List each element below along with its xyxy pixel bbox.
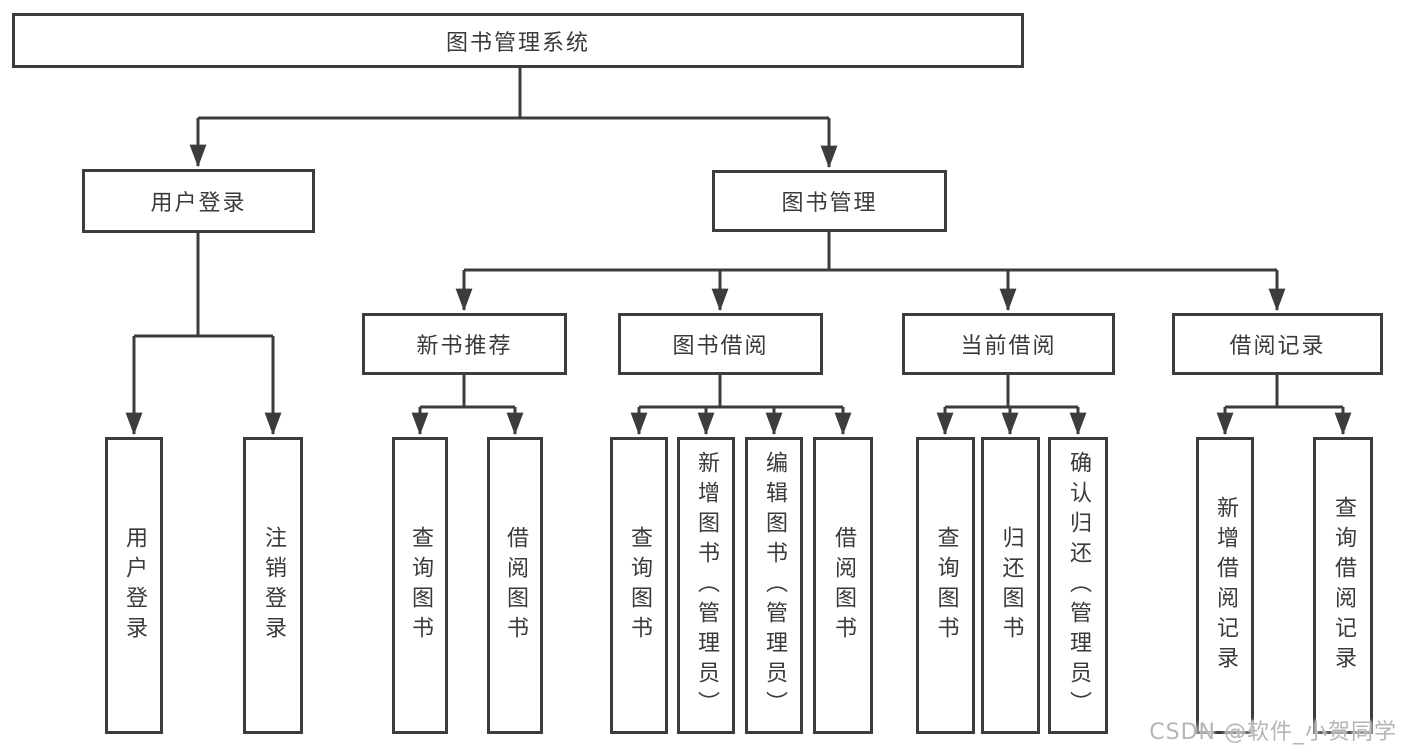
leaf-confirm-return-admin: 确认归还（管理员） bbox=[1048, 437, 1108, 734]
node-user-login: 用户登录 bbox=[82, 169, 315, 233]
node-user-login-label: 用户登录 bbox=[150, 191, 247, 216]
leaf-recommend-query-books-label: 查询图书 bbox=[408, 525, 433, 646]
leaf-borrowing-borrow-books-label: 借阅图书 bbox=[831, 525, 856, 646]
leaf-logout: 注销登录 bbox=[243, 437, 303, 734]
leaf-query-borrow-record-label: 查询借阅记录 bbox=[1331, 495, 1356, 676]
leaf-return-books-label: 归还图书 bbox=[998, 525, 1024, 646]
leaf-return-books: 归还图书 bbox=[981, 437, 1040, 734]
leaf-current-query-books-label: 查询图书 bbox=[933, 525, 959, 646]
leaf-recommend-query-books: 查询图书 bbox=[392, 437, 448, 734]
node-root-label: 图书管理系统 bbox=[445, 30, 590, 56]
leaf-current-query-books: 查询图书 bbox=[916, 437, 975, 734]
node-current-borrowing: 当前借阅 bbox=[902, 313, 1115, 375]
leaf-borrowing-borrow-books: 借阅图书 bbox=[813, 437, 873, 734]
leaf-add-book-admin: 新增图书（管理员） bbox=[677, 437, 735, 734]
leaf-query-borrow-record: 查询借阅记录 bbox=[1313, 437, 1373, 734]
node-book-management: 图书管理 bbox=[712, 170, 947, 232]
leaf-user-login-label: 用户登录 bbox=[122, 525, 147, 646]
leaf-add-borrow-record-label: 新增借阅记录 bbox=[1213, 495, 1238, 676]
node-current-borrowing-label: 当前借阅 bbox=[960, 334, 1057, 359]
leaf-edit-book-admin-label: 编辑图书（管理员） bbox=[762, 450, 787, 721]
node-book-borrowing: 图书借阅 bbox=[618, 313, 823, 375]
node-root-system: 图书管理系统 bbox=[12, 13, 1024, 68]
node-new-book-recommend: 新书推荐 bbox=[362, 313, 567, 375]
leaf-edit-book-admin: 编辑图书（管理员） bbox=[745, 437, 803, 734]
leaf-logout-label: 注销登录 bbox=[261, 525, 286, 646]
leaf-confirm-return-admin-label: 确认归还（管理员） bbox=[1066, 450, 1091, 721]
csdn-watermark: CSDN @软件_小贺同学 bbox=[1149, 720, 1397, 745]
leaf-borrowing-query-books-label: 查询图书 bbox=[627, 525, 652, 646]
leaf-borrowing-query-books: 查询图书 bbox=[610, 437, 668, 734]
node-book-management-label: 图书管理 bbox=[781, 191, 878, 216]
leaf-add-book-admin-label: 新增图书（管理员） bbox=[694, 450, 719, 721]
leaf-user-login: 用户登录 bbox=[105, 437, 163, 734]
node-borrow-records-label: 借阅记录 bbox=[1229, 334, 1326, 359]
node-book-borrowing-label: 图书借阅 bbox=[672, 334, 769, 359]
node-new-book-recommend-label: 新书推荐 bbox=[416, 334, 513, 359]
node-borrow-records: 借阅记录 bbox=[1172, 313, 1383, 375]
leaf-add-borrow-record: 新增借阅记录 bbox=[1196, 437, 1254, 734]
leaf-recommend-borrow-books-label: 借阅图书 bbox=[503, 525, 528, 646]
leaf-recommend-borrow-books: 借阅图书 bbox=[487, 437, 543, 734]
